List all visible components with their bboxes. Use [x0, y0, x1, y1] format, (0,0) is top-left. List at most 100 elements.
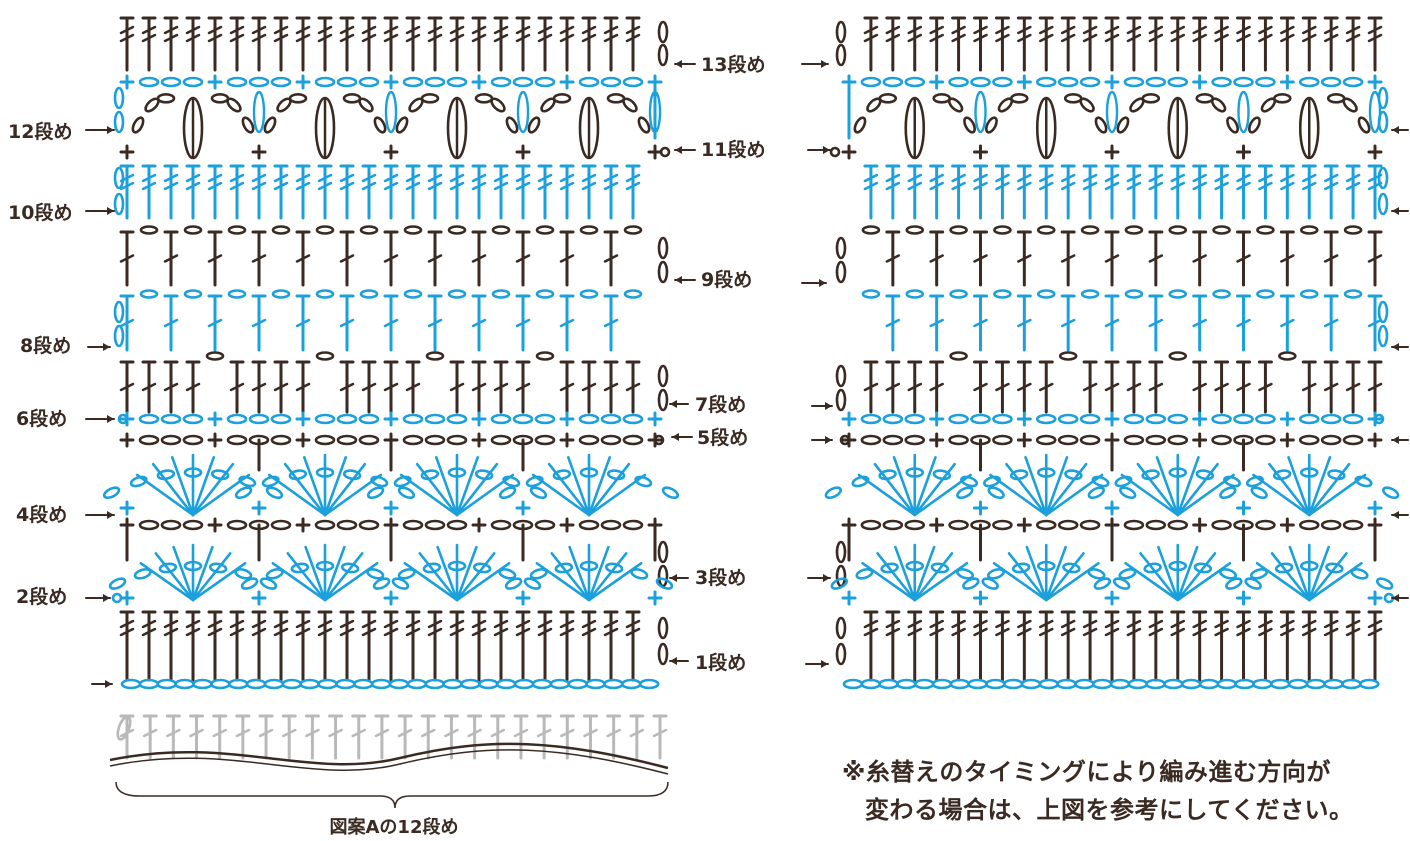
- treble-slash: [929, 173, 944, 183]
- treble-slash: [537, 627, 553, 637]
- chain-stitch: [1298, 519, 1320, 531]
- chain-stitch: [1299, 225, 1319, 235]
- chain-stitch: [967, 678, 988, 690]
- chart-right-mirrored: [824, 16, 1400, 690]
- chain-stitch: [1145, 519, 1167, 531]
- treble-slash: [1345, 25, 1361, 35]
- dc-slash: [163, 382, 179, 392]
- fan-dc: [1007, 552, 1048, 602]
- chain-stitch: [1168, 225, 1188, 235]
- treble-slash: [273, 627, 289, 637]
- arrow-foundation-head: [105, 680, 112, 688]
- chain-stitch: [963, 116, 976, 134]
- fan-dc: [1024, 456, 1048, 517]
- chain-stitch: [993, 289, 1012, 299]
- treble-slash: [1280, 619, 1295, 629]
- fan-dc: [172, 545, 195, 602]
- treble-slash: [581, 173, 597, 183]
- treble-slash: [339, 25, 355, 35]
- chain-stitch: [993, 225, 1012, 235]
- chain-stitch: [835, 540, 847, 564]
- treble-slash: [951, 173, 966, 183]
- chain-stitch: [600, 434, 622, 446]
- chain-stitch: [882, 413, 904, 425]
- treble-slash: [493, 25, 509, 35]
- treble-slash: [383, 619, 399, 629]
- dc-slash: [603, 318, 619, 328]
- treble-slash: [141, 173, 157, 183]
- chain-stitch: [1167, 413, 1189, 425]
- chain-stitch: [1057, 76, 1079, 88]
- chain-stitch: [637, 116, 651, 134]
- chain-stitch: [904, 434, 926, 446]
- chain-stitch: [657, 20, 669, 44]
- chain-stitch: [160, 519, 182, 531]
- treble-slash: [1236, 627, 1251, 637]
- treble-slash: [383, 33, 399, 43]
- chain-stitch: [263, 678, 285, 690]
- chain-stitch: [1036, 560, 1056, 572]
- fan-dc: [323, 545, 346, 602]
- chain-stitch: [878, 678, 899, 690]
- dc-slash: [207, 254, 223, 263]
- sample-row-12-of-motif-a: [109, 714, 669, 809]
- chain-stitch: [263, 116, 277, 134]
- chain-stitch: [182, 413, 204, 425]
- chain-stitch: [248, 76, 270, 88]
- chain-stitch: [600, 413, 622, 425]
- dc-slash: [471, 318, 487, 328]
- treble-slash: [427, 25, 443, 35]
- treble-slash: [383, 173, 399, 183]
- chain-stitch: [578, 76, 600, 88]
- dc-slash: [1148, 382, 1164, 392]
- chain-stitch: [1223, 475, 1242, 488]
- treble-slash: [973, 619, 988, 629]
- treble-slash: [1017, 619, 1032, 629]
- chain-stitch: [402, 76, 424, 88]
- sample-slash: [583, 728, 598, 738]
- dc-slash: [383, 254, 399, 263]
- treble-slash: [207, 33, 223, 43]
- treble-slash: [1170, 173, 1185, 183]
- chain-stitch: [1287, 678, 1309, 690]
- treble-slash: [1214, 33, 1229, 43]
- chain-stitch: [288, 93, 308, 104]
- slip-stitch: [839, 434, 851, 446]
- treble-slash: [141, 181, 157, 191]
- chain-stitch: [317, 678, 338, 690]
- treble-slash: [1323, 33, 1339, 43]
- chain-stitch: [1094, 116, 1108, 134]
- treble-slash: [885, 627, 901, 637]
- chain-stitch: [245, 678, 267, 690]
- dc-slash: [1258, 382, 1273, 392]
- dc-slash: [471, 254, 487, 263]
- chain-stitch: [1193, 562, 1213, 574]
- treble-slash: [141, 33, 157, 43]
- treble-slash: [973, 25, 988, 35]
- chain-stitch: [1145, 76, 1167, 88]
- fan-dc: [191, 552, 232, 602]
- treble-slash: [1126, 173, 1142, 183]
- chain-stitch: [1011, 562, 1031, 574]
- fan-dc: [1307, 552, 1348, 602]
- chain-stitch: [491, 289, 511, 299]
- chain-stitch: [446, 413, 468, 425]
- chain-stitch: [1118, 486, 1137, 500]
- dc-slash: [119, 382, 135, 392]
- chain-stitch: [210, 469, 230, 481]
- fan-dc: [323, 552, 364, 602]
- chain-stitch: [905, 560, 925, 572]
- dc-slash: [559, 382, 575, 392]
- dc-slash: [1148, 318, 1164, 328]
- treble-slash: [907, 627, 922, 637]
- treble-slash: [559, 25, 575, 35]
- chain-stitch: [622, 413, 644, 425]
- dc-slash: [1192, 382, 1207, 392]
- treble-slash: [1280, 33, 1295, 43]
- chain-stitch: [970, 413, 991, 425]
- chain-stitch: [981, 577, 999, 590]
- chain-stitch: [1035, 413, 1057, 425]
- chain-stitch: [227, 678, 249, 690]
- sample-slash: [421, 728, 436, 738]
- label-row-1: 1段め: [695, 651, 746, 674]
